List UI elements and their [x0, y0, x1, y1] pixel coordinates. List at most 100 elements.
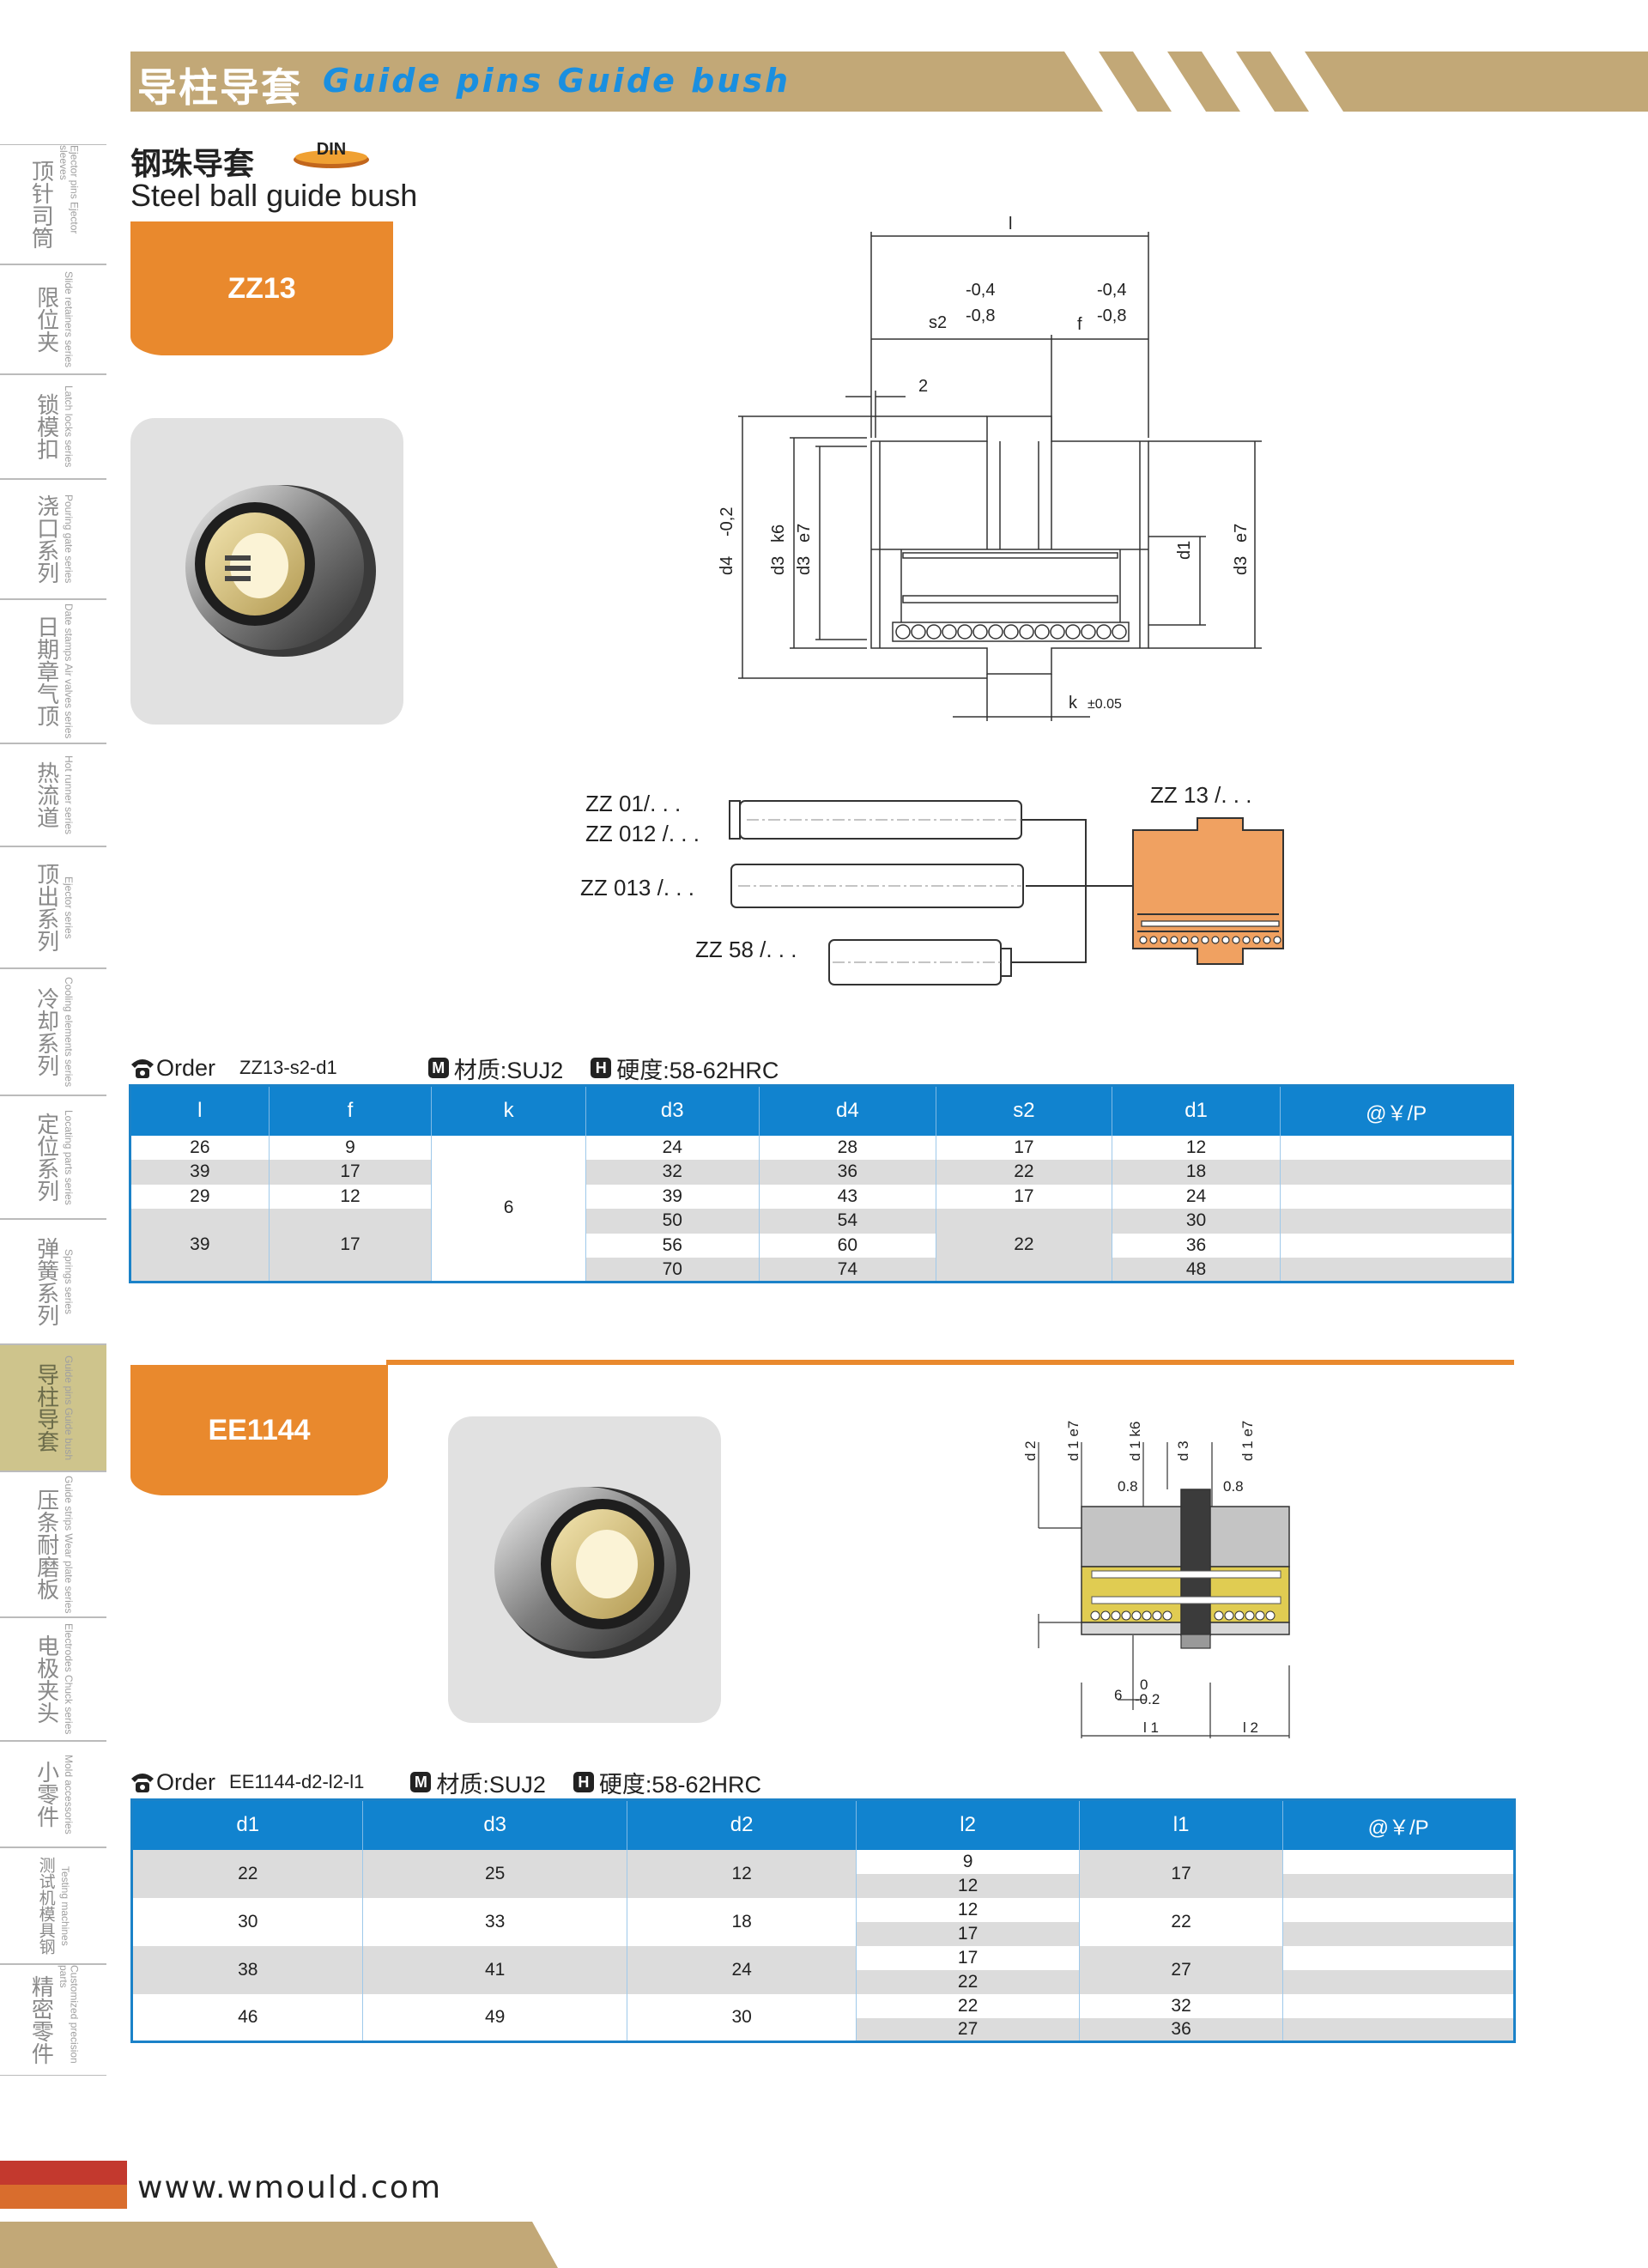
dim-tol-a2: -0,8	[966, 306, 995, 325]
table-row: 46 49 30 22 32	[131, 1993, 1515, 2042]
col-header-l2: l2	[856, 1799, 1080, 1850]
material-icon: M	[427, 1058, 449, 1078]
cell-d3: 50	[585, 1209, 760, 1234]
table-row: 26 9 6 24 28 17 12	[130, 1135, 1513, 1283]
cell-price	[1280, 1258, 1513, 1283]
sidenav-label-cn: 顶出系列	[33, 863, 59, 952]
dim-l1: l 1	[1143, 1719, 1159, 1736]
cell-l: 29	[130, 1184, 270, 1209]
col-header-d3: d3	[585, 1085, 760, 1136]
bearing-bush-image	[494, 1487, 690, 1659]
cell-d3: 41	[362, 1945, 627, 1994]
cell-k: 6	[431, 1135, 586, 1283]
sidenav-label-cn: 电极夹头	[33, 1634, 59, 1724]
assembly-diagram: ZZ 01/. . . ZZ 012 /. . . ZZ 013 /. . . …	[580, 782, 1284, 985]
cell-l1: 36	[1079, 2017, 1284, 2042]
table-row: 70 74 48	[130, 1258, 1513, 1283]
sidenav-item-date-stamps[interactable]: 日期章气顶 Date stamps Air valves series	[0, 599, 106, 743]
dim-d3-e7: d3	[795, 556, 814, 575]
dim-d3: d 3	[1175, 1440, 1191, 1461]
sidenav-item-mold-accessories[interactable]: 小零件 Mold accessories	[0, 1741, 106, 1847]
cell-price	[1282, 1897, 1515, 1922]
cell-l: 39	[130, 1160, 270, 1185]
sidenav-label-en: Mold accessories	[63, 1754, 76, 1834]
dim-zero: 0	[1140, 1677, 1148, 1693]
table-row: 17	[132, 1921, 1515, 1946]
sidenav-label-cn: 顶针司筒	[27, 160, 54, 249]
cell-s2: 22	[936, 1160, 1112, 1185]
dim-l: l	[1009, 215, 1012, 233]
phone-icon	[131, 1774, 154, 1792]
footer-website[interactable]: www.wmould.com	[137, 2170, 443, 2205]
sidenav-label-en: Locating parts series	[63, 1109, 76, 1205]
sidenav-label-cn: 浇口系列	[33, 494, 59, 584]
cell-l1: 27	[1079, 1945, 1284, 1994]
cell-f: 9	[269, 1135, 433, 1160]
sidenav-label-en: Latch locks series	[63, 385, 76, 468]
din-badge: DIN	[294, 140, 369, 168]
header-title-cn: 导柱导套	[137, 64, 302, 111]
col-header-d1: d1	[1112, 1085, 1281, 1136]
section-title-cn: 钢珠导套	[130, 147, 255, 182]
sidenav-label-en: Pouring gate series	[63, 494, 76, 584]
col-header-price: @￥/P	[1280, 1085, 1513, 1136]
assembly-label-pin1b: ZZ 012 /. . .	[585, 821, 700, 846]
hardness-text: 硬度:58-62HRC	[598, 1771, 761, 1798]
cell-s2: 17	[936, 1184, 1112, 1209]
cell-d4: 54	[759, 1209, 937, 1234]
cell-l1: 32	[1079, 1993, 1284, 2018]
hardness-text: 硬度:58-62HRC	[616, 1057, 779, 1083]
sidenav-label-cn: 小零件	[33, 1761, 59, 1828]
dim-e7-right: e7	[1232, 524, 1251, 543]
cell-d2: 12	[627, 1849, 857, 1898]
cell-d2: 24	[627, 1945, 857, 1994]
cell-l2: 22	[856, 1969, 1080, 1994]
dim-2: 2	[918, 377, 928, 396]
sidenav-label-en: Date stamps Air valves series	[63, 603, 76, 739]
order-info-zz13: Order ZZ13-s2-d1 M 材质:SUJ2 H 硬度:58-62HRC	[129, 1054, 901, 1083]
cell-price	[1282, 1969, 1515, 1994]
technical-drawing-zz13: l s2 -0,4 -0,8 f -0,4 -0,8 2 d4 -0,2 d3 …	[718, 215, 1262, 721]
dim-d4: d4	[718, 556, 736, 575]
cell-price	[1282, 1945, 1515, 1970]
order-code: ZZ13-s2-d1	[239, 1057, 337, 1078]
sidenav-label-cn: 日期章气顶	[33, 616, 59, 727]
cell-d1: 24	[1112, 1184, 1281, 1209]
cell-d4: 60	[759, 1233, 937, 1258]
product-code-tab: EE1144	[130, 1365, 388, 1495]
spec-table-zz13: l f k d3 d4 s2 d1 @￥/P 26 9 6 24 28 17 1…	[129, 1084, 1514, 1283]
col-header-d1: d1	[131, 1799, 364, 1850]
cell-d3: 24	[585, 1135, 760, 1160]
cell-d1: 30	[131, 1897, 364, 1946]
sidenav-label-en: Guide pins Guide bush	[63, 1355, 76, 1461]
dim-radius-right: 0.8	[1223, 1478, 1244, 1495]
sidenav-label-en: Customized precision parts	[57, 1965, 81, 2064]
sidenav-item-pouring-gate[interactable]: 浇口系列 Pouring gate series	[0, 479, 106, 599]
cell-d4: 28	[759, 1135, 937, 1160]
sidenav-item-guide-pins[interactable]: 导柱导套 Guide pins Guide bush	[0, 1344, 106, 1471]
sidenav-label-en: Slide retainers series	[63, 270, 76, 368]
cell-d1: 36	[1112, 1233, 1281, 1258]
order-code: EE1144-d2-l2-l1	[229, 1771, 365, 1792]
section-title-en: Steel ball guide bush	[130, 178, 418, 213]
bearing-bush-image	[185, 485, 376, 657]
col-header-k: k	[431, 1085, 586, 1136]
sidenav-label-cn: 热流道	[33, 761, 59, 828]
cell-d2: 18	[627, 1897, 857, 1946]
dim-d1-e7-left: d 1 e7	[1065, 1421, 1082, 1461]
header-stripes	[1039, 52, 1648, 112]
order-label: Order	[156, 1054, 216, 1081]
sidenav-label-cn: 导柱导套	[33, 1363, 59, 1452]
